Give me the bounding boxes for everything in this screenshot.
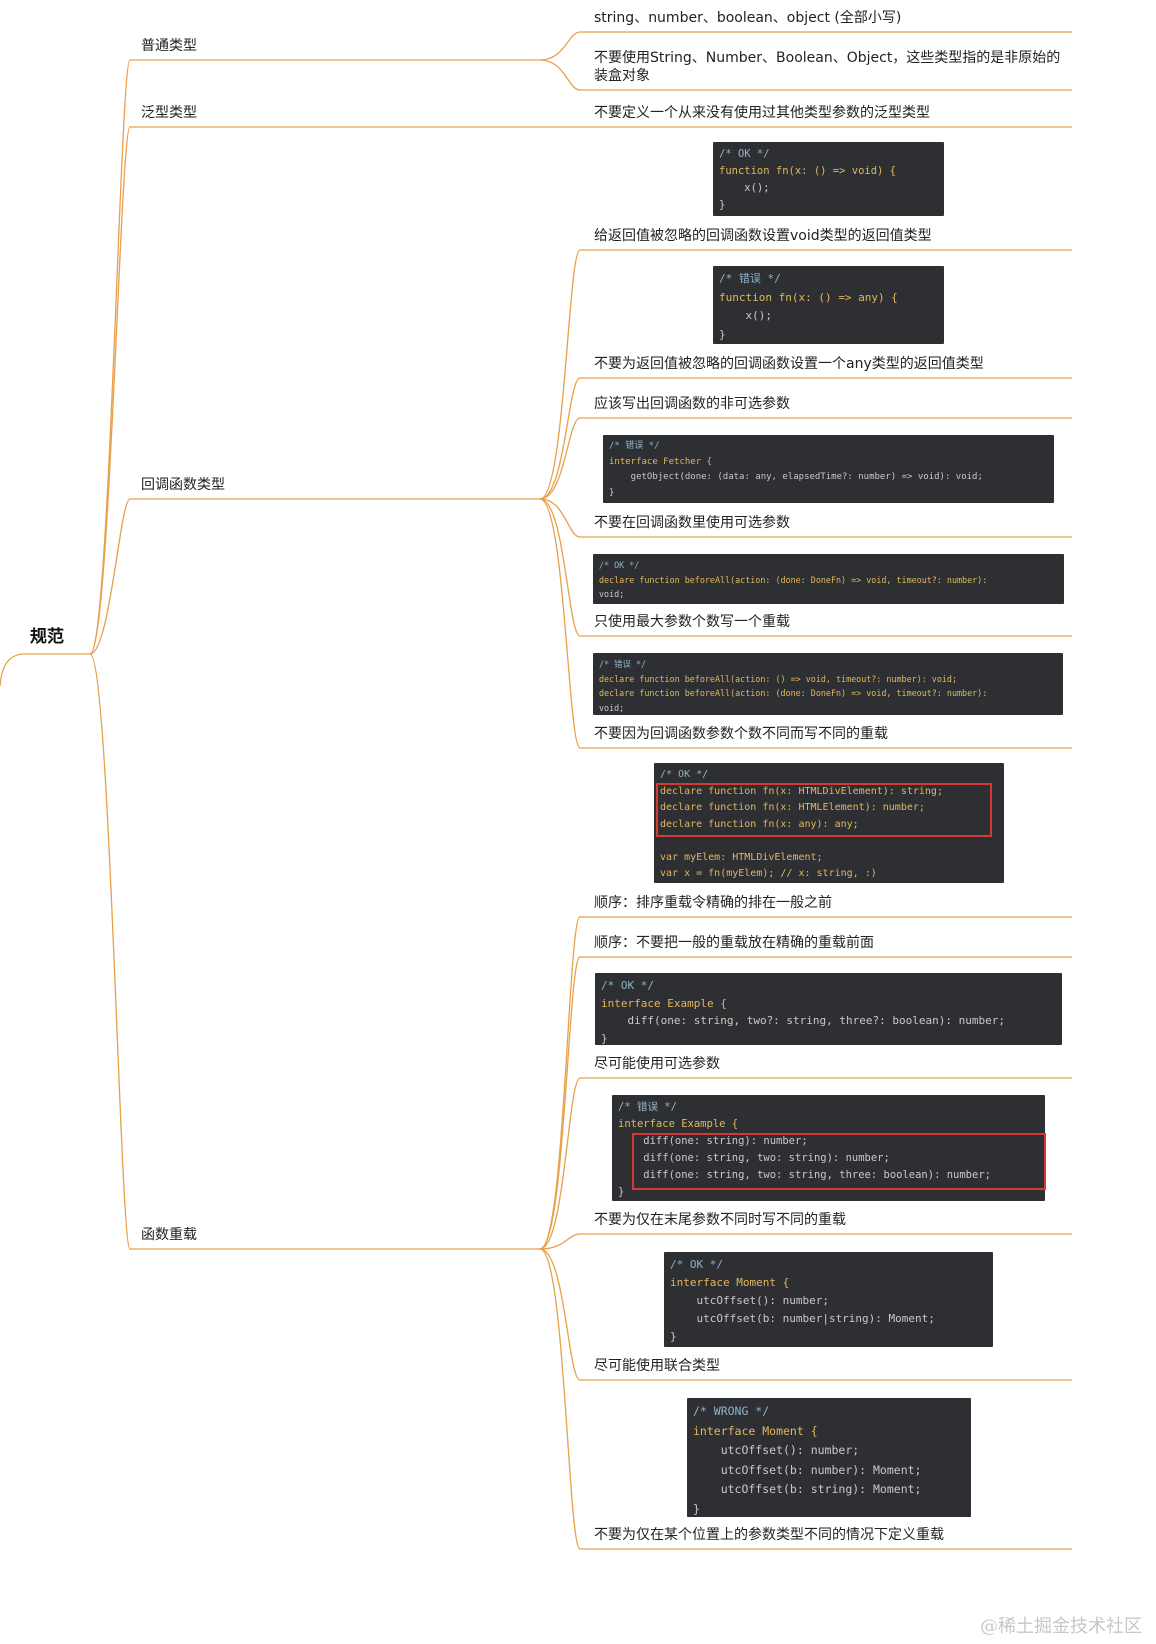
code-line: } [719,199,726,211]
rule-no-arity-overloads[interactable]: 不要因为回调函数参数个数不同而写不同的重载 [594,726,888,742]
rule-void-return[interactable]: 给返回值被忽略的回调函数设置void类型的返回值类型 [594,228,932,244]
code-line: /* 错误 */ [719,272,781,285]
code-line: } [618,1186,625,1198]
rule-use-union-types[interactable]: 尽可能使用联合类型 [594,1358,720,1374]
edge-category-2-to-rule-3 [539,498,1072,538]
code-line [660,833,998,850]
code-snippet-moment-ok: /* OK */ interface Moment { utcOffset(): … [664,1252,993,1347]
code-line: /* 错误 */ [618,1101,677,1113]
code-line: } [609,487,615,498]
code-line: } [719,327,726,341]
rule-no-trailing-overloads[interactable]: 不要为仅在末尾参数不同时写不同的重载 [594,1212,846,1228]
code-line: /* WRONG */ [693,1404,770,1418]
code-snippet-example-ok: /* OK */ interface Example { diff(one: st… [595,973,1062,1045]
code-line: } [670,1330,677,1343]
code-line: declare function beforeAll(action: (done… [599,688,988,698]
code-line: interface Example { [618,1118,739,1130]
code-snippet-void-ok: /* OK */ function fn(x: () => void) { x()… [713,142,944,216]
edge-root-to-category-3 [89,653,131,1250]
code-line: function fn(x: () => any) { [719,290,898,304]
edge-category-0-to-rule-1 [539,59,1072,91]
code-line: var x = fn(myElem); // x: string, :) [660,868,877,879]
edge-category-3-to-rule-3 [539,1233,1072,1250]
rule-no-optional-callback-params[interactable]: 不要在回调函数里使用可选参数 [594,515,790,531]
rule-no-position-type-overloads[interactable]: 不要为仅在某个位置上的参数类型不同的情况下定义重载 [594,1527,944,1543]
code-line: diff(one: string, two: string, three: bo… [618,1169,991,1181]
code-line: utcOffset(b: string): Moment; [693,1482,922,1496]
edge-category-3-to-rule-2 [539,1077,1072,1250]
code-line: void; [599,589,625,599]
edge-category-2-to-rule-1 [539,377,1072,500]
code-line: diff(one: string): number; [618,1135,808,1147]
rule-no-any-return[interactable]: 不要为返回值被忽略的回调函数设置一个any类型的返回值类型 [594,356,984,372]
code-line: utcOffset(b: number|string): Moment; [670,1312,935,1325]
code-line: /* 错误 */ [599,659,647,669]
code-line: } [693,1501,700,1516]
code-line: declare function fn(x: any): any; [660,818,859,830]
code-line: declare function beforeAll(action: (done… [599,574,988,585]
edge-root-underline [0,653,90,687]
category-generic-types[interactable]: 泛型类型 [141,105,197,121]
edge-root-to-category-2 [89,498,131,655]
code-line: /* OK */ [660,769,709,780]
code-line: interface Moment { [693,1423,818,1438]
edge-category-0-to-rule-0 [539,31,1072,61]
edge-category-2-to-rule-4 [539,498,1072,637]
edge-category-2-to-rule-5 [539,498,1072,749]
code-line: diff(one: string, two?: string, three?: … [601,1014,1005,1027]
code-line: x(); [719,182,770,194]
rule-max-arity-overload[interactable]: 只使用最大参数个数写一个重载 [594,614,790,630]
category-plain-types[interactable]: 普通类型 [141,38,197,54]
code-line: diff(one: string, two: string): number; [618,1152,890,1164]
code-line: utcOffset(): number; [670,1294,829,1307]
code-line: utcOffset(b: number): Moment; [693,1462,922,1477]
code-line: /* 错误 */ [609,441,660,451]
code-snippet-fetcher-wrong: /* 错误 */ interface Fetcher { getObject(do… [603,435,1054,503]
code-snippet-example-wrong: /* 错误 */ interface Example { diff(one: st… [612,1095,1045,1201]
category-overloads[interactable]: 函数重载 [141,1227,197,1243]
code-line: getObject(done: (data: any, elapsedTime?… [609,472,983,482]
category-callback-types[interactable]: 回调函数类型 [141,477,225,493]
code-line: declare function fn(x: HTMLDivElement): … [660,785,943,797]
code-line: x(); [719,309,772,322]
root-node[interactable]: 规范 [30,627,64,647]
edge-category-2-to-rule-2 [539,417,1072,500]
edge-root-to-category-1 [89,126,131,655]
code-line: interface Example { [601,996,727,1010]
code-line: utcOffset(): number; [693,1443,860,1457]
code-line: void; [599,702,625,713]
code-line: declare function fn(x: HTMLElement): num… [660,802,925,813]
edge-category-3-to-rule-0 [539,916,1072,1250]
code-line: /* OK */ [719,148,770,160]
code-line: declare function beforeAll(action: () =>… [599,673,957,684]
code-line: var myElem: HTMLDivElement; [660,851,823,863]
code-line: } [601,1031,608,1045]
code-line: /* OK */ [599,560,640,570]
edge-category-3-to-rule-1 [539,956,1072,1250]
edge-category-2-to-rule-0 [539,249,1072,500]
code-snippet-beforeall-ok: /* OK */ declare function beforeAll(actio… [593,554,1064,604]
rule-lowercase-types[interactable]: string、number、boolean、object (全部小写) [594,10,902,26]
watermark: @稀土掘金技术社区 [980,1616,1142,1637]
rule-non-optional-params[interactable]: 应该写出回调函数的非可选参数 [594,396,790,412]
rule-no-boxed-types[interactable]: 不要使用String、Number、Boolean、Object，这些类型指的是… [594,50,1061,84]
rule-order-specific-first[interactable]: 顺序：排序重载令精确的排在一般之前 [594,895,832,911]
code-snippet-fn-order-ok: /* OK */ declare function fn(x: HTMLDivEl… [654,763,1004,883]
edge-category-3-to-rule-4 [539,1248,1072,1381]
edge-category-3-to-rule-5 [539,1248,1072,1550]
rule-use-optional-params[interactable]: 尽可能使用可选参数 [594,1056,720,1072]
code-line: interface Fetcher { [609,456,712,467]
edge-root-to-category-0 [89,59,131,655]
code-line: function fn(x: () => void) { [719,165,897,177]
rule-order-general-not-first[interactable]: 顺序：不要把一般的重载放在精确的重载前面 [594,935,874,951]
code-snippet-moment-wrong: /* WRONG */ interface Moment { utcOffset(… [687,1398,971,1517]
code-snippet-any-wrong: /* 错误 */ function fn(x: () => any) { x();… [713,266,944,344]
rule-unused-generic[interactable]: 不要定义一个从来没有使用过其他类型参数的泛型类型 [594,105,930,121]
code-line: /* OK */ [670,1258,723,1271]
code-snippet-beforeall-wrong: /* 错误 */ declare function beforeAll(actio… [593,653,1063,715]
code-line: /* OK */ [601,979,654,992]
code-line: interface Moment { [670,1276,790,1289]
